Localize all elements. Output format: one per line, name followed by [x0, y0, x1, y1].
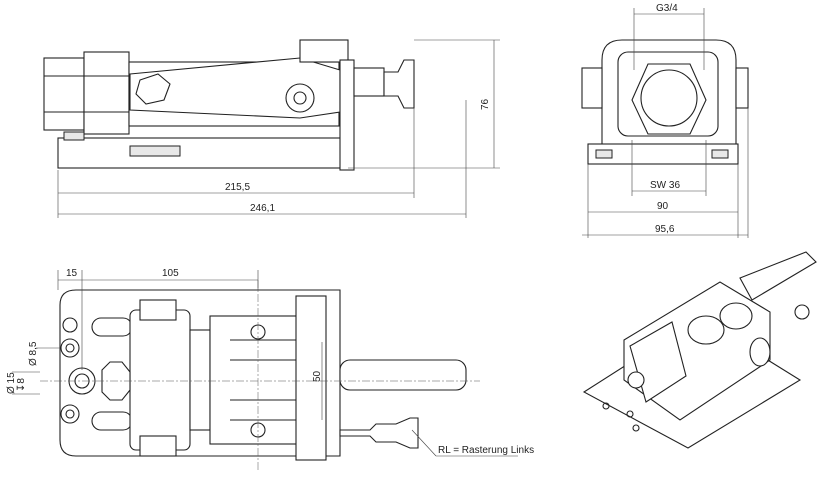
dim-width-90: 90 [657, 201, 669, 212]
hex-coupling [43, 57, 85, 131]
dim-length-246-1: 246,1 [250, 203, 275, 214]
note-rasterung: RL = Rasterung Links [438, 445, 534, 456]
front-view: G3/4 SW 36 90 95,6 [581, 3, 749, 238]
dim-hole-8-5: Ø 8,5 [28, 341, 39, 366]
marking-p [62, 317, 78, 333]
iso-handle [739, 251, 817, 301]
dim-edge-15: 15 [66, 268, 78, 279]
top-view: 15 105 Ø 8,5 Ø 15 ↧8 50 RL = Rasterung L… [6, 268, 534, 470]
hex-nut [135, 73, 171, 105]
knob-top [339, 417, 419, 449]
dim-wrench-sw36: SW 36 [650, 180, 680, 191]
lever-handle [339, 359, 467, 391]
hex-fitting [631, 63, 707, 135]
base-plate [57, 137, 349, 169]
dim-depth-8: ↧8 [16, 378, 27, 392]
coupling-body [83, 51, 130, 135]
dim-jaw-50: 50 [312, 370, 323, 382]
side-view: 76 215,5 246,1 [43, 39, 500, 218]
pivot-bolt [285, 83, 315, 113]
jaw-block [209, 315, 311, 445]
bracket [339, 59, 355, 171]
handle-knob [383, 59, 415, 109]
dim-counterbore-15: Ø 15 [6, 372, 17, 394]
dim-spacing-105: 105 [162, 268, 179, 279]
dim-length-215-5: 215,5 [225, 182, 250, 193]
isometric-view [582, 251, 817, 449]
base [587, 143, 739, 165]
coupling-top [129, 309, 191, 451]
dim-thread-g3-4: G3/4 [656, 3, 678, 14]
dim-width-95-6: 95,6 [655, 224, 675, 235]
dim-height-76: 76 [480, 98, 491, 110]
